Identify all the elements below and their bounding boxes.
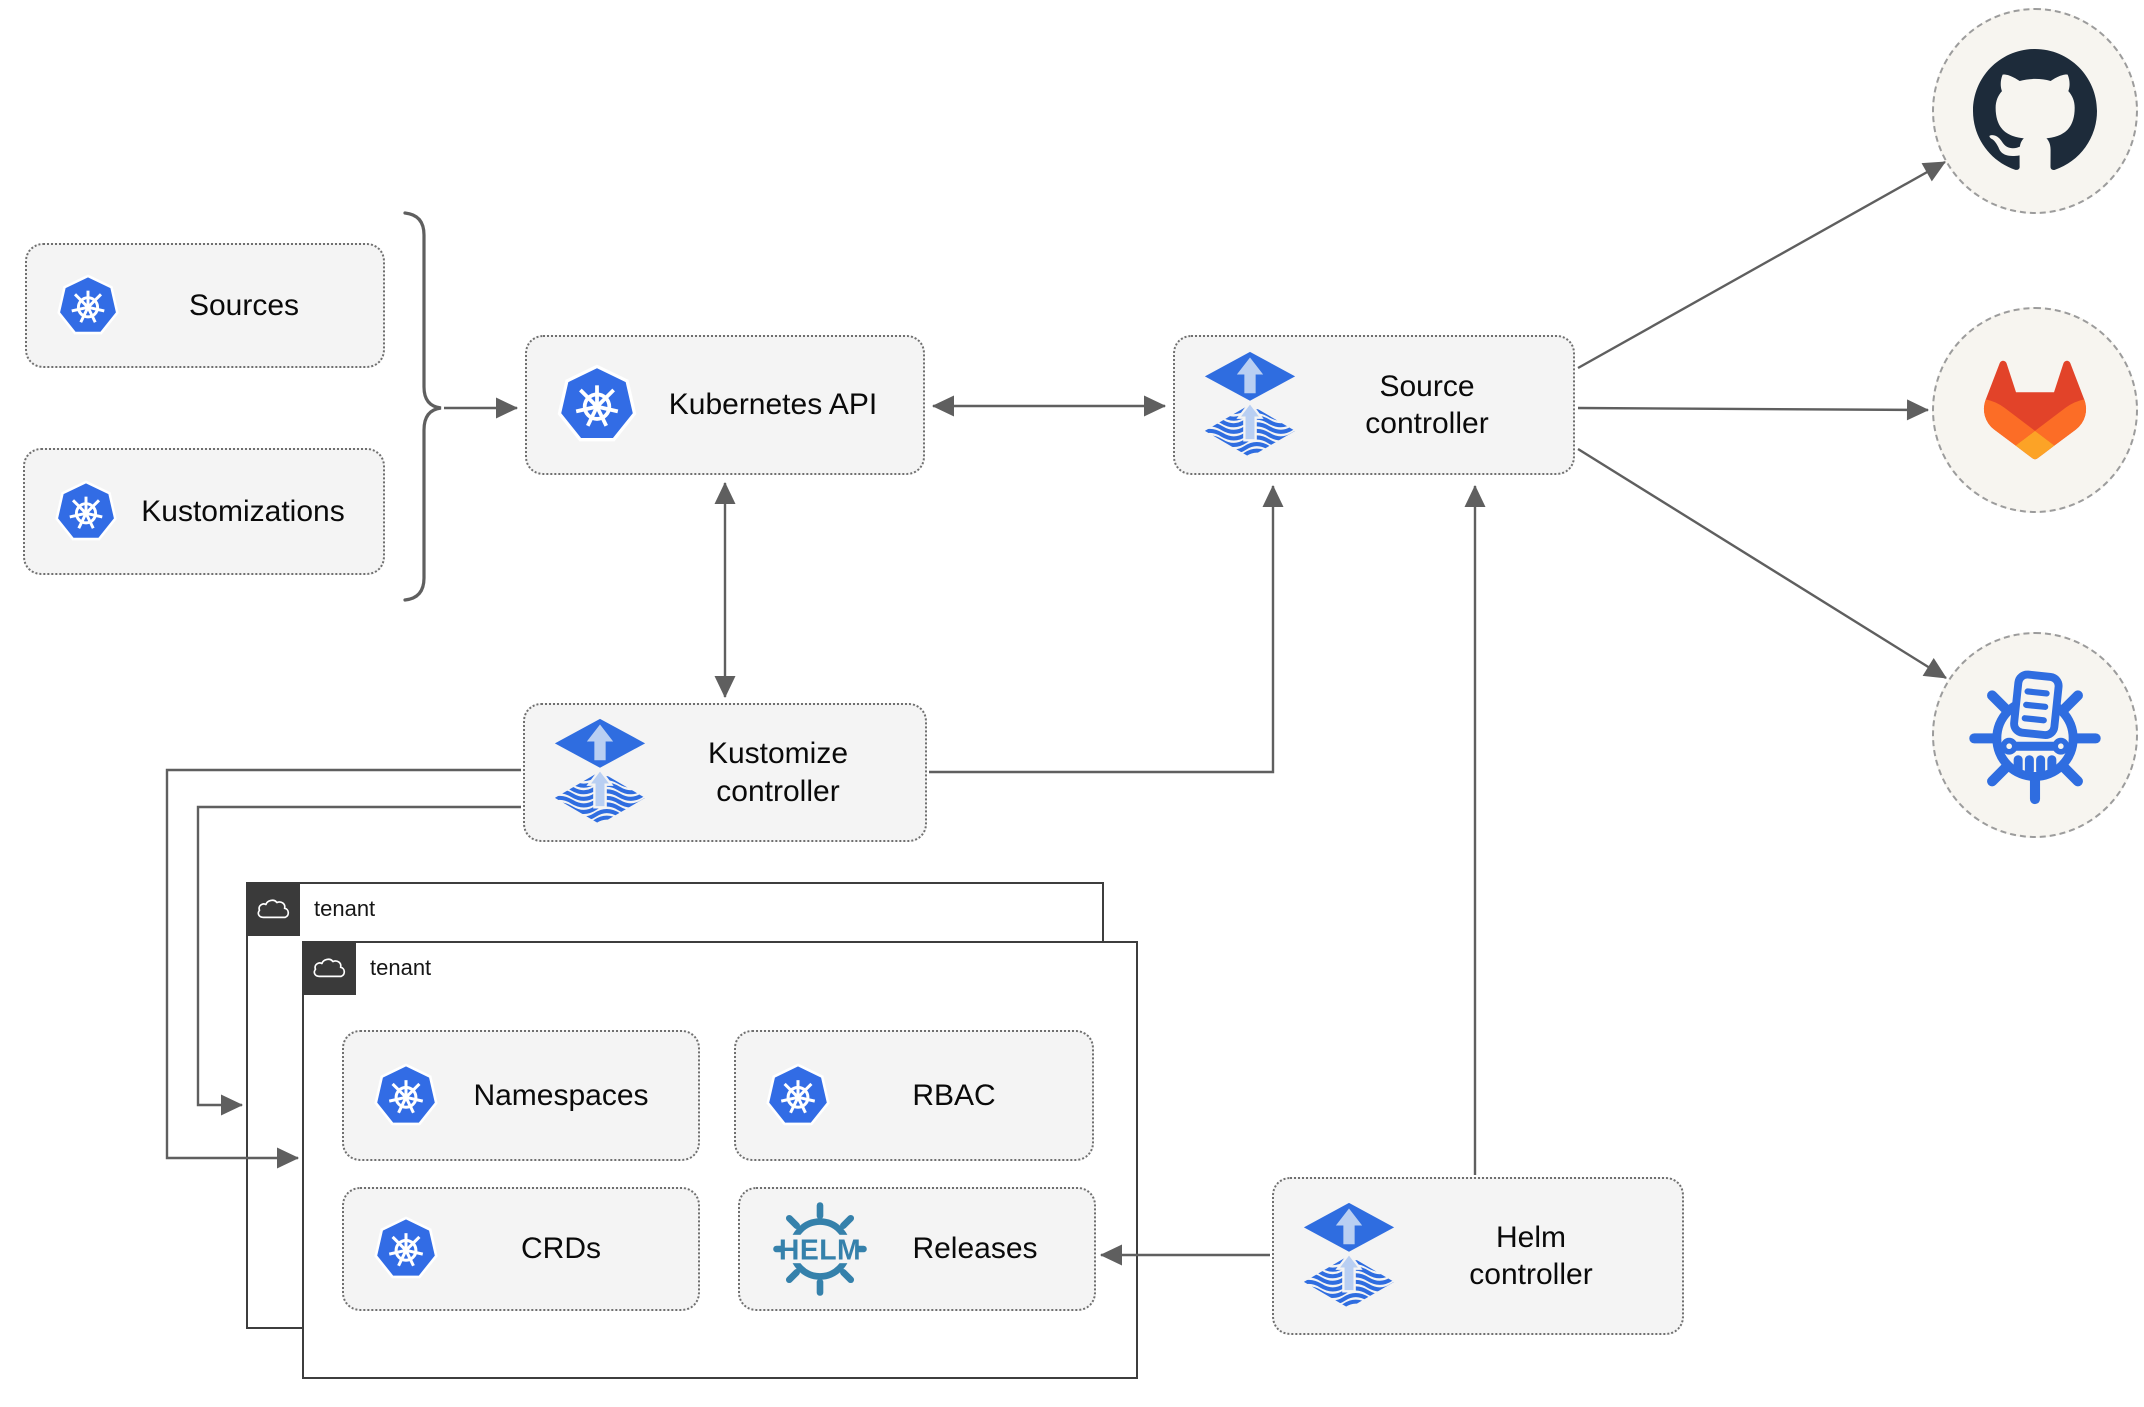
tenant-box-inner: tenant Namespaces: [301, 940, 1138, 1379]
edge-source-controller-to-gitlab: [1577, 399, 1930, 421]
node-label: Namespaces: [473, 1078, 649, 1112]
edge-source-controller-to-github: [1577, 160, 1946, 370]
helm-logo-text: HELM: [779, 1234, 861, 1266]
node-crds: CRDs: [342, 1187, 700, 1311]
kubernetes-icon: [372, 1216, 440, 1282]
edge-source-controller-to-registry: [1577, 447, 1947, 680]
cloud-icon: [257, 898, 289, 918]
endpoint-gitlab: [1932, 307, 2138, 513]
kubernetes-icon: [764, 1063, 832, 1129]
brace-sources-group: [403, 211, 442, 602]
kubernetes-icon: [53, 479, 119, 544]
tenant-tab: [301, 940, 356, 995]
helm-icon: HELM: [768, 1197, 872, 1301]
node-label: Source controller: [1365, 369, 1489, 441]
node-sources: Sources: [25, 243, 385, 368]
node-source-controller: Source controller: [1173, 335, 1575, 475]
node-label: Kustomize controller: [707, 737, 849, 808]
endpoint-registry: [1932, 632, 2138, 838]
tenant-label: tenant: [370, 954, 432, 980]
node-label: CRDs: [521, 1232, 601, 1266]
node-label: Kustomizations: [141, 494, 345, 528]
node-helm-controller: Helm controller: [1272, 1177, 1684, 1335]
edge-kustomize-controller-to-source-controller: [929, 484, 1284, 774]
tenant-tab: [245, 881, 300, 936]
flux-icon: [1203, 350, 1297, 461]
node-releases: HELM Releases: [738, 1187, 1096, 1311]
endpoint-github: [1932, 8, 2138, 214]
node-label: Kubernetes API: [668, 388, 878, 422]
node-label: Sources: [188, 288, 300, 322]
gitlab-icon: [1983, 360, 2087, 460]
node-rbac: RBAC: [734, 1030, 1094, 1161]
kubernetes-icon: [555, 364, 639, 446]
ship-wheel-document-icon: [1969, 670, 2101, 805]
kubernetes-icon: [372, 1063, 440, 1129]
tenant-label: tenant: [314, 895, 376, 921]
cloud-icon: [313, 957, 345, 977]
node-label: Releases: [912, 1232, 1038, 1266]
flux-icon: [553, 717, 647, 828]
node-namespaces: Namespaces: [342, 1030, 700, 1161]
node-label: Helm controller: [1469, 1220, 1593, 1292]
node-kustomizations: Kustomizations: [23, 448, 385, 575]
node-kustomize-controller: Kustomize controller: [523, 703, 927, 842]
flux-icon: [1302, 1201, 1396, 1312]
node-kubernetes-api: Kubernetes API: [525, 335, 925, 475]
github-icon: [1973, 49, 2097, 170]
kubernetes-icon: [55, 273, 121, 338]
node-label: RBAC: [912, 1078, 996, 1112]
